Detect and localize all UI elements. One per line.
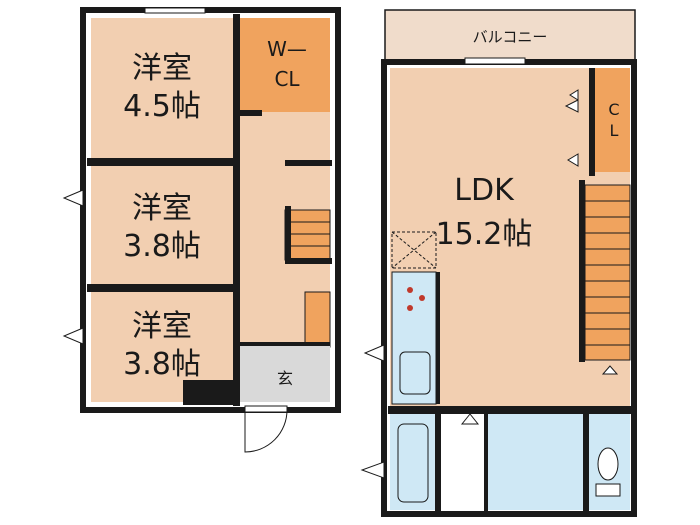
hall-lower — [441, 414, 486, 510]
entrance-door-swing — [244, 409, 288, 453]
ldk-size: 15.2帖 — [436, 217, 533, 252]
window-icon — [363, 344, 385, 362]
window-icon — [564, 99, 579, 113]
sink — [399, 351, 431, 395]
window-icon — [567, 153, 579, 167]
window-icon — [62, 327, 84, 345]
genkan-label: 玄 — [277, 369, 293, 388]
stair-right — [584, 184, 631, 361]
room-western-1 — [91, 18, 233, 158]
closet — [595, 68, 630, 172]
window-icon — [569, 89, 579, 101]
room-1-size: 4.5帖 — [123, 89, 201, 124]
wcl-label-line1: W— — [267, 37, 307, 61]
stove-burner — [407, 287, 413, 293]
stove-burner — [419, 295, 425, 301]
pillar — [183, 380, 235, 405]
wcl-label-line2: CL — [274, 67, 300, 91]
room-2-size: 3.8帖 — [123, 229, 201, 264]
stair-left — [284, 209, 331, 261]
bathtub — [397, 423, 429, 503]
genkan — [240, 346, 330, 402]
window-icon — [360, 461, 385, 479]
window-icon — [601, 365, 619, 375]
room-3-size: 3.8帖 — [123, 347, 201, 382]
range-hood — [391, 231, 437, 269]
room-3-name: 洋室 — [132, 309, 192, 344]
stove-burner — [407, 305, 413, 311]
washroom — [486, 414, 584, 510]
walk-in-closet — [240, 18, 330, 112]
left-floor: 洋室 4.5帖 洋室 3.8帖 洋室 3.8帖 W— CL 玄 — [62, 7, 341, 453]
room-2-name: 洋室 — [132, 191, 192, 226]
room-western-2 — [91, 166, 233, 284]
ldk-name: LDK — [454, 173, 515, 208]
balcony — [384, 9, 636, 61]
storage — [304, 291, 331, 348]
balcony-label: バルコニー — [473, 28, 548, 46]
room-1-name: 洋室 — [132, 51, 192, 86]
toilet — [597, 447, 619, 481]
window-icon — [62, 189, 84, 207]
closet-label-line1: C — [608, 100, 619, 119]
right-floor: バルコニー LDK 15.2帖 C L — [360, 9, 637, 517]
closet-label-line2: L — [610, 121, 619, 140]
window-icon — [460, 413, 480, 425]
